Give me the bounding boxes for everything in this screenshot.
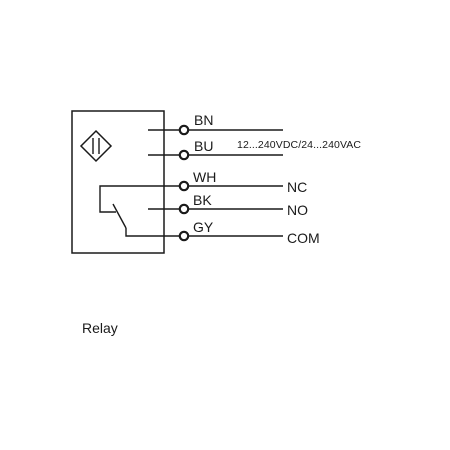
terminal-gy <box>178 230 190 242</box>
signal-label-no: NO <box>287 202 308 218</box>
wire-code-label-bu: BU <box>194 138 213 154</box>
inductive-sensor-diamond-icon <box>79 129 113 163</box>
changeover-contact-icon <box>99 185 184 237</box>
wire-bn <box>148 124 283 136</box>
terminal-bn <box>178 124 190 136</box>
output-type-caption: Relay <box>82 320 118 336</box>
wire-wh <box>178 180 283 192</box>
wire-bu <box>148 149 283 161</box>
sensor-housing <box>71 110 165 254</box>
wire-bk <box>178 203 283 215</box>
signal-label-com: COM <box>287 230 320 246</box>
terminal-wh <box>178 180 190 192</box>
supply-voltage-label: 12...240VDC/24...240VAC <box>237 139 361 151</box>
wire-code-label-bk: BK <box>193 192 212 208</box>
wire-code-label-bn: BN <box>194 112 213 128</box>
signal-label-nc: NC <box>287 179 307 195</box>
terminal-bu <box>178 149 190 161</box>
wire-code-label-gy: GY <box>193 219 214 235</box>
wire-gy <box>178 230 283 242</box>
wire-code-label-wh: WH <box>193 169 216 185</box>
terminal-bk <box>178 203 190 215</box>
